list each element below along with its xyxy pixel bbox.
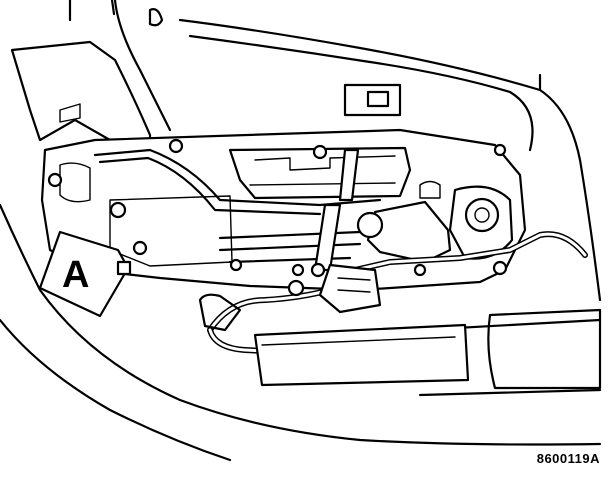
wire-connector xyxy=(287,263,382,314)
callout-a-tag: A xyxy=(38,230,132,318)
lock-housing xyxy=(228,146,412,200)
control-lever xyxy=(310,148,360,278)
latch-box xyxy=(343,83,402,117)
door-outer-panel xyxy=(0,0,602,462)
figure-code: 8600119A xyxy=(536,451,600,466)
wiring-harness xyxy=(207,231,588,355)
actuator-motor xyxy=(356,180,514,264)
callout-letter: A xyxy=(62,254,89,296)
lower-trim xyxy=(198,293,470,387)
mounting-bolts xyxy=(47,138,508,277)
upper-bracket xyxy=(10,40,152,142)
